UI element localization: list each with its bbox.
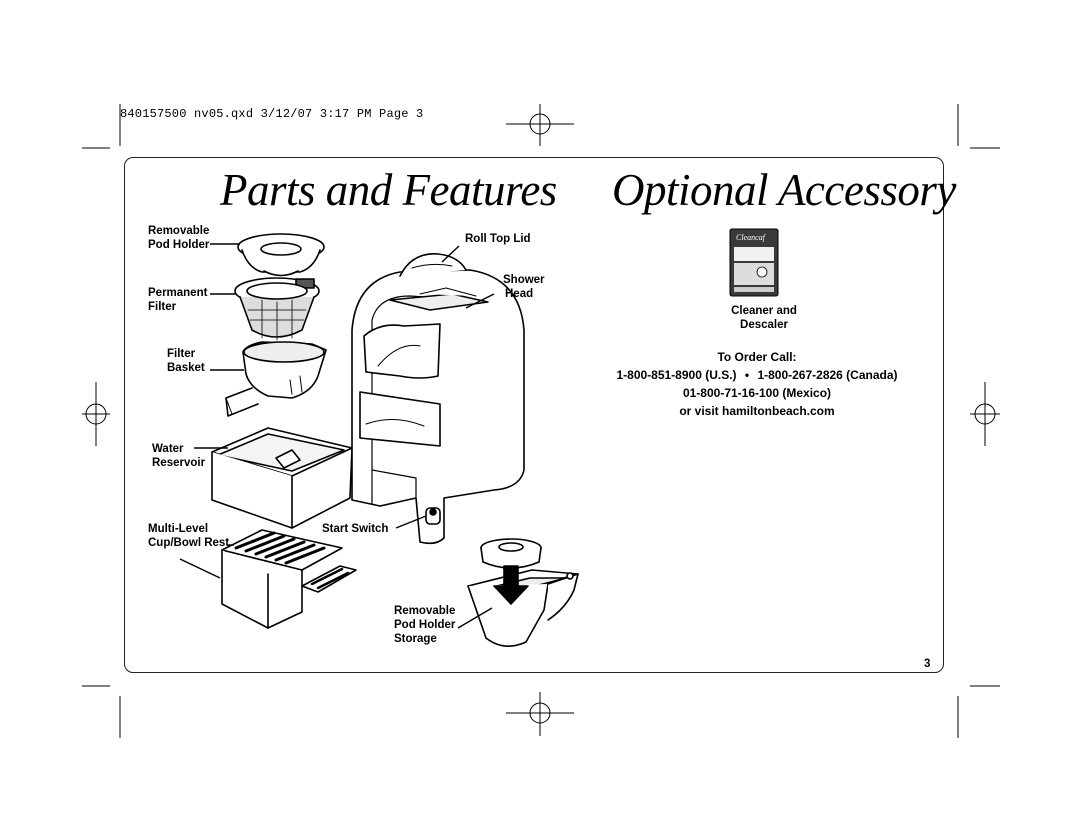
filter-basket-drawing <box>225 341 327 417</box>
label-line: Pod Holder <box>148 239 210 251</box>
permanent-filter-drawing <box>234 277 320 341</box>
water-reservoir-drawing <box>211 427 353 529</box>
label-pod-holder-storage: Removable Pod Holder Storage <box>394 604 455 646</box>
label-line: Shower <box>503 274 545 286</box>
label-line: Removable <box>148 225 210 237</box>
label-start-switch: Start Switch <box>322 523 389 535</box>
website-text: or visit hamiltonbeach.com <box>679 404 835 418</box>
label-line: Filter <box>148 301 177 313</box>
cup-bowl-rest-drawing <box>221 529 357 629</box>
insert-arrow-icon <box>493 565 529 605</box>
package-brand-text: Cleancaf <box>736 233 765 242</box>
order-info-block: To Order Call: 1-800-851-8900 (U.S.) • 1… <box>607 350 907 419</box>
label-line: Basket <box>167 362 205 374</box>
label-line: Removable <box>394 605 456 617</box>
cleaner-package-icon <box>729 228 779 297</box>
label-line: Storage <box>394 633 437 645</box>
label-line: Pod Holder <box>394 619 456 631</box>
registration-target-icon <box>85 104 996 736</box>
order-heading: To Order Call: <box>717 350 797 364</box>
label-line: Permanent <box>148 287 208 299</box>
heading-optional-accessory: Optional Accessory <box>612 165 956 215</box>
page-frame <box>124 157 944 673</box>
label-cleaner-and-descaler: Cleaner and Descaler <box>714 304 814 332</box>
label-water-reservoir: Water Reservoir <box>152 442 205 470</box>
label-line: Cleaner and <box>731 305 797 317</box>
order-phone-line: 1-800-851-8900 (U.S.) • 1-800-267-2826 (… <box>607 368 907 383</box>
label-line: Filter <box>167 348 196 360</box>
label-removable-pod-holder: Removable Pod Holder <box>148 224 209 252</box>
phone-mexico: 01-800-71-16-100 (Mexico) <box>682 386 832 400</box>
pod-holder-storage-drawing <box>467 538 579 647</box>
bullet-separator: • <box>744 368 750 382</box>
label-line: Multi-Level <box>148 523 209 535</box>
phone-canada: 1-800-267-2826 (Canada) <box>757 368 898 382</box>
page-number: 3 <box>924 658 931 670</box>
phone-us: 1-800-851-8900 (U.S.) <box>616 368 737 382</box>
label-roll-top-lid: Roll Top Lid <box>465 233 531 245</box>
coffeemaker-body-drawing <box>351 253 525 545</box>
file-slug-line: 840157500 nv05.qxd 3/12/07 3:17 PM Page … <box>120 107 424 121</box>
heading-parts-and-features: Parts and Features <box>220 165 557 215</box>
label-permanent-filter: Permanent Filter <box>148 286 207 314</box>
label-line: Reservoir <box>152 457 206 469</box>
label-cup-bowl-rest: Multi-Level Cup/Bowl Rest <box>148 522 229 550</box>
label-shower-head: Shower Head <box>503 273 545 301</box>
pod-holder-drawing <box>237 233 325 277</box>
label-line: Water <box>152 443 184 455</box>
label-line: Descaler <box>740 319 788 331</box>
label-line: Cup/Bowl Rest <box>148 537 230 549</box>
label-line: Head <box>505 288 534 300</box>
label-filter-basket: Filter Basket <box>167 347 205 375</box>
